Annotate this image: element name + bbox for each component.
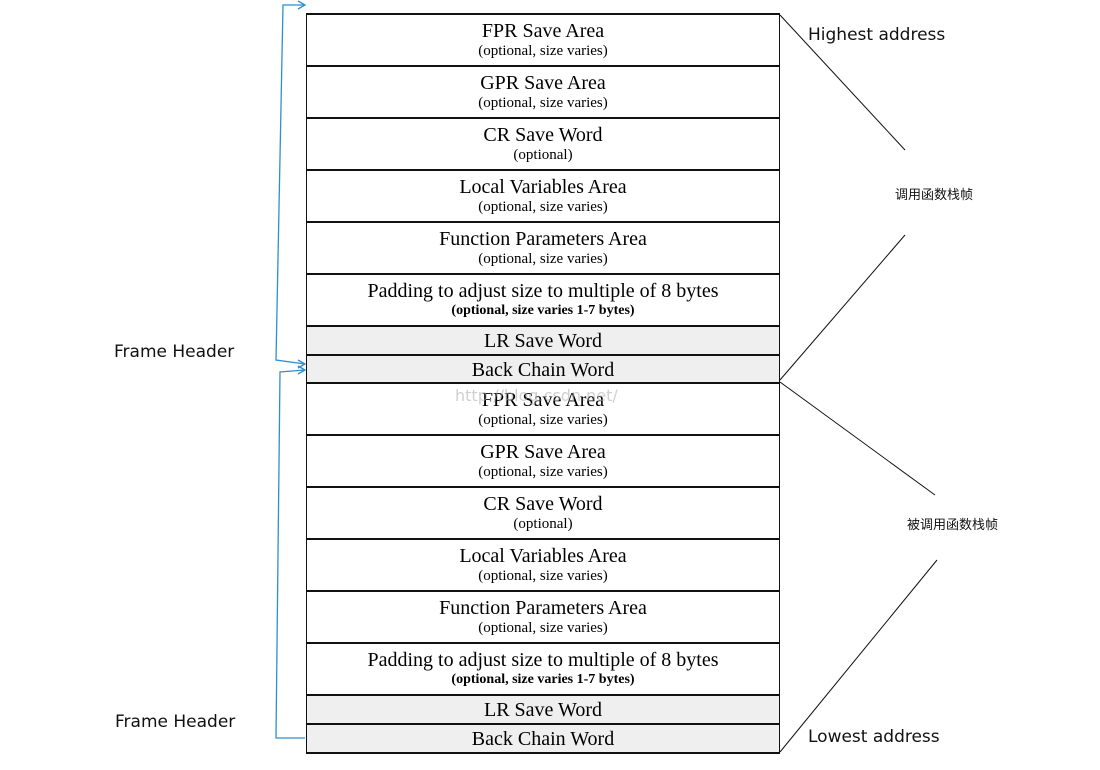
cell-title: Local Variables Area	[459, 545, 627, 567]
upper-bracket-arrowhead-bottom	[297, 359, 307, 369]
lowest-address-label: Lowest address	[808, 727, 940, 747]
upper-cr-save-word: CR Save Word (optional)	[307, 119, 779, 171]
cell-title: Padding to adjust size to multiple of 8 …	[367, 280, 719, 302]
cell-subtitle: (optional)	[513, 516, 573, 532]
watermark-text: http://blog.csdn.net/	[455, 386, 618, 405]
lower-padding-area: Padding to adjust size to multiple of 8 …	[307, 644, 779, 696]
upper-frame-bracket	[275, 4, 306, 365]
cell-title: Function Parameters Area	[439, 228, 647, 250]
cell-title: GPR Save Area	[480, 441, 606, 463]
highest-address-label: Highest address	[808, 25, 946, 45]
callee-bottom-connector	[779, 559, 938, 753]
cell-title: LR Save Word	[483, 329, 602, 352]
cell-subtitle: (optional)	[513, 147, 573, 163]
lower-local-variables-area: Local Variables Area (optional, size var…	[307, 540, 779, 592]
upper-local-variables-area: Local Variables Area (optional, size var…	[307, 171, 779, 223]
cell-title: Local Variables Area	[459, 176, 627, 198]
lower-bracket-arrowhead-top	[297, 365, 307, 375]
lower-frame-bracket	[275, 369, 306, 739]
cell-title: GPR Save Area	[480, 72, 606, 94]
cell-title: Back Chain Word	[471, 727, 615, 750]
upper-back-chain-word: Back Chain Word	[307, 356, 779, 385]
cell-subtitle: (optional, size varies)	[478, 412, 608, 428]
lower-back-chain-word: Back Chain Word	[307, 725, 779, 754]
callee-top-connector	[779, 381, 936, 496]
callee-frame-label: 被调用函数栈帧	[907, 518, 999, 533]
upper-lr-save-word: LR Save Word	[307, 327, 779, 356]
caller-stack-frame: FPR Save Area (optional, size varies) GP…	[306, 13, 780, 385]
lower-function-parameters-area: Function Parameters Area (optional, size…	[307, 592, 779, 644]
upper-bracket-arrowhead-top	[297, 0, 307, 10]
cell-title: FPR Save Area	[481, 389, 605, 411]
cell-title: Function Parameters Area	[439, 597, 647, 619]
cell-subtitle: (optional, size varies 1-7 bytes)	[451, 672, 635, 687]
caller-bottom-connector	[779, 234, 906, 381]
cell-title: LR Save Word	[483, 698, 602, 721]
frame-header-label-lower: Frame Header	[115, 712, 236, 732]
cell-subtitle: (optional, size varies 1-7 bytes)	[451, 303, 635, 318]
cell-title: Padding to adjust size to multiple of 8 …	[367, 649, 719, 671]
upper-padding-area: Padding to adjust size to multiple of 8 …	[307, 275, 779, 327]
cell-subtitle: (optional, size varies)	[478, 568, 608, 584]
cell-subtitle: (optional, size varies)	[478, 620, 608, 636]
cell-subtitle: (optional, size varies)	[478, 199, 608, 215]
upper-fpr-save-area: FPR Save Area (optional, size varies)	[307, 15, 779, 67]
cell-title: CR Save Word	[483, 493, 603, 515]
cell-subtitle: (optional, size varies)	[478, 251, 608, 267]
frame-header-label-upper: Frame Header	[114, 342, 235, 362]
lower-gpr-save-area: GPR Save Area (optional, size varies)	[307, 436, 779, 488]
cell-subtitle: (optional, size varies)	[478, 464, 608, 480]
cell-subtitle: (optional, size varies)	[478, 95, 608, 111]
cell-title: Back Chain Word	[471, 358, 615, 381]
lower-fpr-save-area: FPR Save Area (optional, size varies)	[307, 384, 779, 436]
upper-function-parameters-area: Function Parameters Area (optional, size…	[307, 223, 779, 275]
caller-frame-label: 调用函数栈帧	[895, 188, 974, 203]
callee-stack-frame: FPR Save Area (optional, size varies) GP…	[306, 382, 780, 754]
lower-cr-save-word: CR Save Word (optional)	[307, 488, 779, 540]
cell-title: FPR Save Area	[481, 20, 605, 42]
lower-lr-save-word: LR Save Word	[307, 696, 779, 725]
cell-title: CR Save Word	[483, 124, 603, 146]
cell-subtitle: (optional, size varies)	[478, 43, 608, 59]
upper-gpr-save-area: GPR Save Area (optional, size varies)	[307, 67, 779, 119]
